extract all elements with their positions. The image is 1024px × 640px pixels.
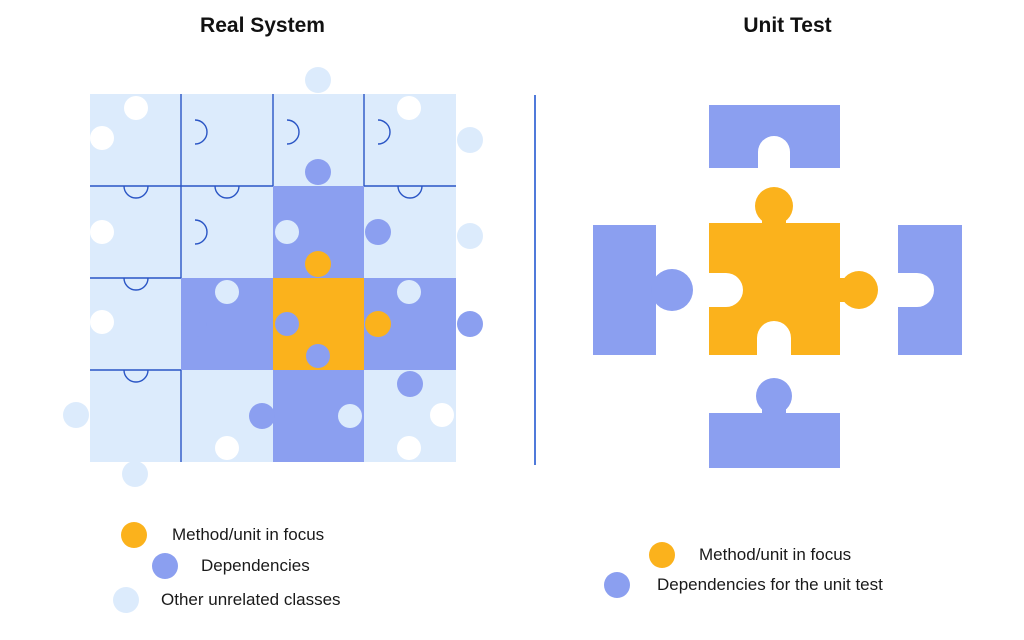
- right-legend-dots: [604, 542, 675, 598]
- unrelated-knobs: [63, 67, 483, 487]
- puzzle-seams: [90, 94, 456, 462]
- legend-label-focus-unit: Method/unit in focus: [699, 545, 852, 564]
- left-legend-dots: [113, 522, 178, 613]
- legend-dot-focus-unit: [649, 542, 675, 568]
- dependency-left: [593, 225, 693, 355]
- legend-label-unrelated: Other unrelated classes: [161, 590, 341, 609]
- focus-unit-piece: [709, 187, 878, 355]
- real-system-puzzle: [63, 67, 483, 487]
- legend-label-unit-dependencies: Dependencies for the unit test: [657, 575, 883, 594]
- focus-notches: [275, 312, 330, 368]
- legend-label-dependencies: Dependencies: [201, 556, 310, 575]
- dependency-notches: [215, 220, 421, 428]
- legend-dot-dependencies: [152, 553, 178, 579]
- legend-dot-unit-dependencies: [604, 572, 630, 598]
- legend-dot-focus: [121, 522, 147, 548]
- dependency-bottom: [709, 378, 840, 468]
- dependency-right: [898, 225, 962, 355]
- legend-dot-unrelated: [113, 587, 139, 613]
- unit-test-puzzle: [593, 105, 962, 468]
- dependency-top: [709, 105, 840, 168]
- real-system-title: Real System: [200, 14, 325, 37]
- legend-label-focus: Method/unit in focus: [172, 525, 325, 544]
- unit-test-title: Unit Test: [743, 14, 832, 37]
